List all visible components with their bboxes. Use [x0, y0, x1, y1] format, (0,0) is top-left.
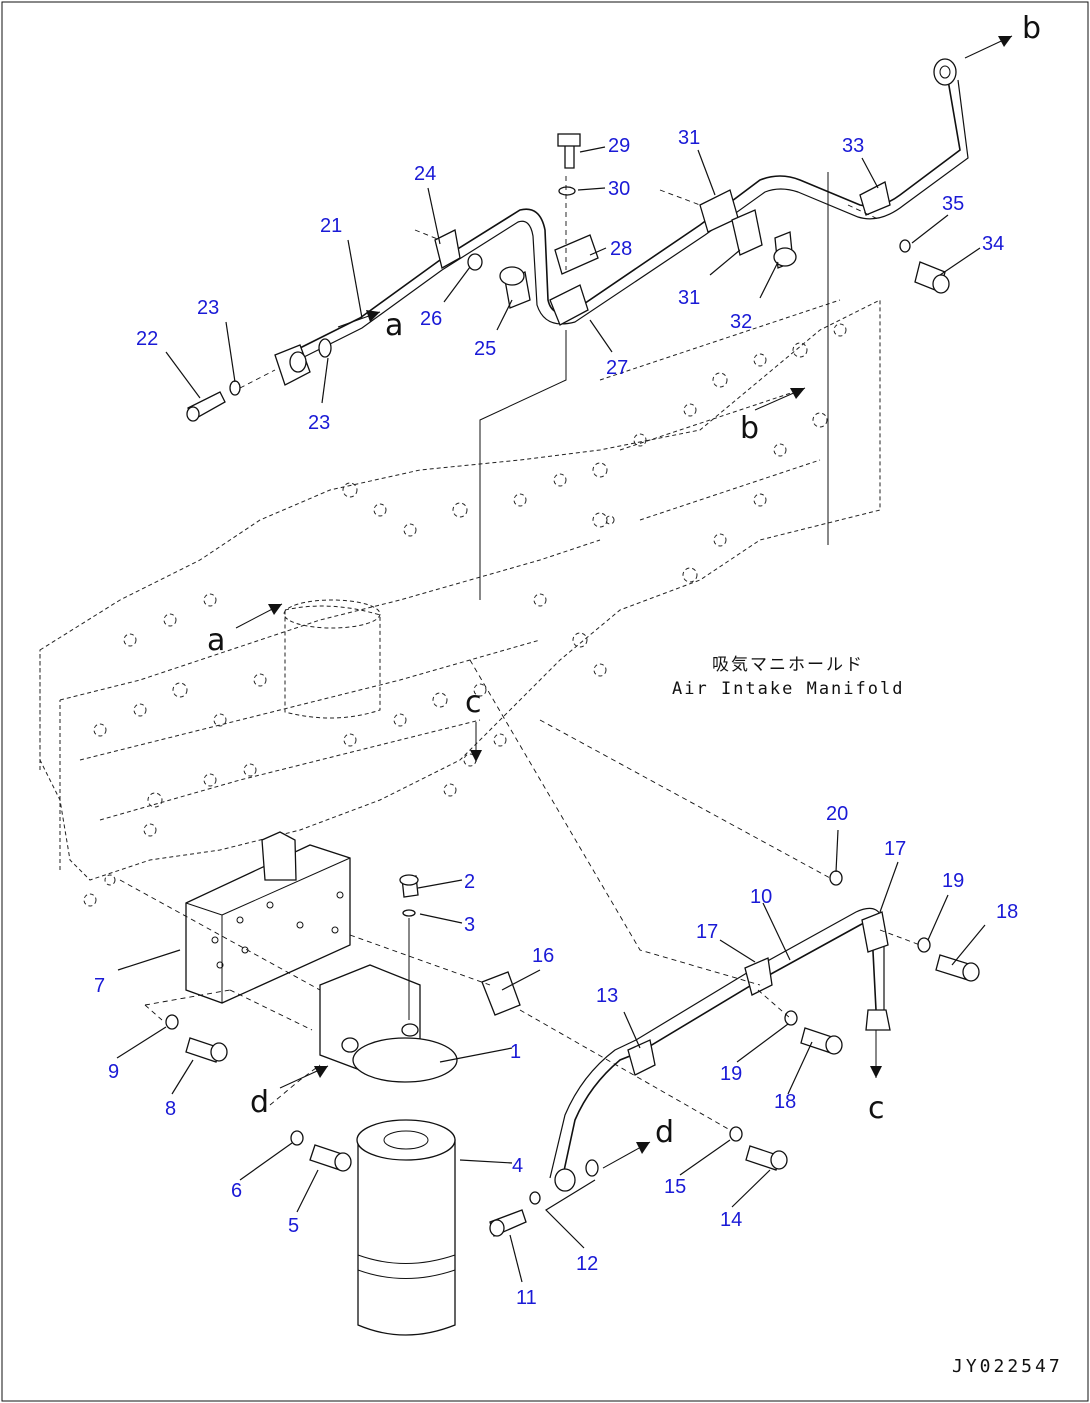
part-label-35: 35: [942, 193, 964, 215]
part-label-17b: 17: [884, 838, 906, 860]
lower-assembly: [119, 659, 980, 1336]
part-label-16: 16: [532, 945, 554, 967]
part-label-33: 33: [842, 135, 864, 157]
part-label-19b: 19: [720, 1063, 742, 1085]
part-label-31a: 31: [678, 127, 700, 149]
leader-lines: [116, 146, 986, 1283]
part-label-27: 27: [606, 357, 628, 379]
mark-d-right: d: [655, 1115, 674, 1150]
part-label-17a: 17: [696, 921, 718, 943]
upper-bolts: [186, 133, 950, 422]
part-label-18b: 18: [774, 1091, 796, 1113]
part-label-10: 10: [750, 886, 772, 908]
mark-a-lower: a: [207, 623, 225, 658]
mark-c-upper: c: [465, 685, 482, 720]
manifold-label-en: Air Intake Manifold: [672, 679, 904, 699]
part-label-34: 34: [982, 233, 1004, 255]
part-label-29: 29: [608, 135, 630, 157]
part-label-22: 22: [136, 328, 158, 350]
part-label-3: 3: [464, 914, 475, 936]
part-label-30: 30: [608, 178, 630, 200]
mark-c-lower: c: [868, 1091, 885, 1126]
part-label-23a: 23: [197, 297, 219, 319]
manifold-label-jp: 吸気マニホールド: [712, 655, 864, 675]
part-label-23b: 23: [308, 412, 330, 434]
part-label-12: 12: [576, 1253, 598, 1275]
part-label-32: 32: [730, 311, 752, 333]
part-label-8: 8: [165, 1098, 176, 1120]
part-label-5: 5: [288, 1215, 299, 1237]
part-label-19a: 19: [942, 870, 964, 892]
part-label-20: 20: [826, 803, 848, 825]
part-label-25: 25: [474, 338, 496, 360]
part-label-11: 11: [516, 1287, 537, 1309]
part-label-26: 26: [420, 308, 442, 330]
part-label-2: 2: [464, 871, 475, 893]
part-label-31b: 31: [678, 287, 700, 309]
flow-arrows: [235, 35, 1013, 1169]
connection-marks: a a b b c c d d: [207, 11, 1041, 1150]
drawing-code: JY022547: [952, 1356, 1063, 1377]
part-label-14: 14: [720, 1209, 742, 1231]
mark-d-left: d: [250, 1085, 269, 1120]
mark-b-upper: b: [1022, 11, 1041, 46]
part-label-6: 6: [231, 1180, 242, 1202]
part-label-21: 21: [320, 215, 342, 237]
part-label-13: 13: [596, 985, 618, 1007]
part-label-28: 28: [610, 238, 632, 260]
part-number-labels: 1 2 3 4 5 6 7 8 9 10 11 12 13 14 15 16 1…: [94, 127, 1018, 1309]
part-label-4: 4: [512, 1155, 523, 1177]
mark-b-lower: b: [740, 411, 759, 446]
part-label-1: 1: [510, 1041, 521, 1063]
part-label-18a: 18: [996, 901, 1018, 923]
part-label-9: 9: [108, 1061, 119, 1083]
mark-a-upper: a: [385, 308, 403, 343]
part-label-15: 15: [664, 1176, 686, 1198]
engine-block-outline: [39, 172, 881, 907]
part-label-7: 7: [94, 975, 105, 997]
upper-pipe-assembly: [186, 58, 969, 600]
part-label-24: 24: [414, 163, 436, 185]
